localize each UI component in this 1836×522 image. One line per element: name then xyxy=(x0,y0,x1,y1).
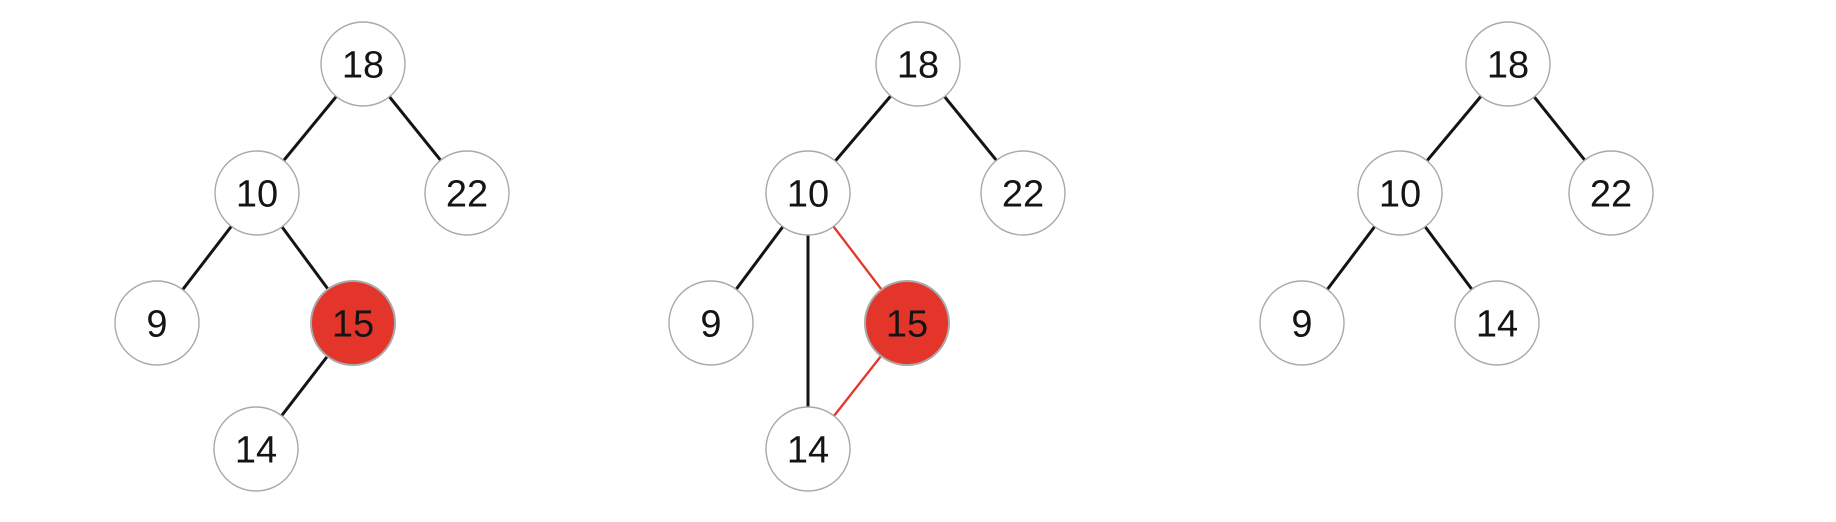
tree-node-circle xyxy=(424,150,510,236)
tree-node-label: 22 xyxy=(446,173,488,215)
tree-node-label: 18 xyxy=(1487,44,1529,86)
tree-node-circle xyxy=(1357,150,1443,236)
tree-node-circle xyxy=(1465,21,1551,107)
tree-node-label: 10 xyxy=(236,173,278,215)
tree-node-label: 9 xyxy=(700,303,721,345)
tree-node-circle xyxy=(320,21,406,107)
tree-node-circle xyxy=(668,280,754,366)
tree-node-circle xyxy=(765,150,851,236)
tree-step-3-result: 18 10 22 9 14 xyxy=(1259,21,1654,366)
tree-node-label: 14 xyxy=(787,429,829,471)
tree-node-label: 14 xyxy=(235,429,277,471)
tree-node-label: 18 xyxy=(342,44,384,86)
tree-node-label: 15 xyxy=(332,303,374,345)
tree-node-circle xyxy=(1568,150,1654,236)
tree-node-circle-highlighted xyxy=(310,280,396,366)
tree-node-circle xyxy=(765,406,851,492)
tree-node-circle-highlighted xyxy=(864,280,950,366)
tree-node-circle xyxy=(213,406,299,492)
tree-node-circle xyxy=(980,150,1066,236)
tree-node-label: 15 xyxy=(886,303,928,345)
tree-node-circle xyxy=(1259,280,1345,366)
tree-node-label: 10 xyxy=(1379,173,1421,215)
tree-node-label: 9 xyxy=(1291,303,1312,345)
tree-node-circle xyxy=(1454,280,1540,366)
tree-node-circle xyxy=(114,280,200,366)
tree-step-1-original: 18 10 22 9 15 14 xyxy=(114,21,510,492)
tree-node-label: 14 xyxy=(1476,303,1518,345)
tree-node-label: 22 xyxy=(1002,173,1044,215)
tree-node-label: 22 xyxy=(1590,173,1632,215)
tree-node-label: 10 xyxy=(787,173,829,215)
tree-node-label: 9 xyxy=(146,303,167,345)
tree-node-circle xyxy=(214,150,300,236)
tree-node-label: 18 xyxy=(897,44,939,86)
tree-step-2-relink: 18 10 22 9 15 14 xyxy=(668,21,1066,492)
tree-node-circle xyxy=(875,21,961,107)
